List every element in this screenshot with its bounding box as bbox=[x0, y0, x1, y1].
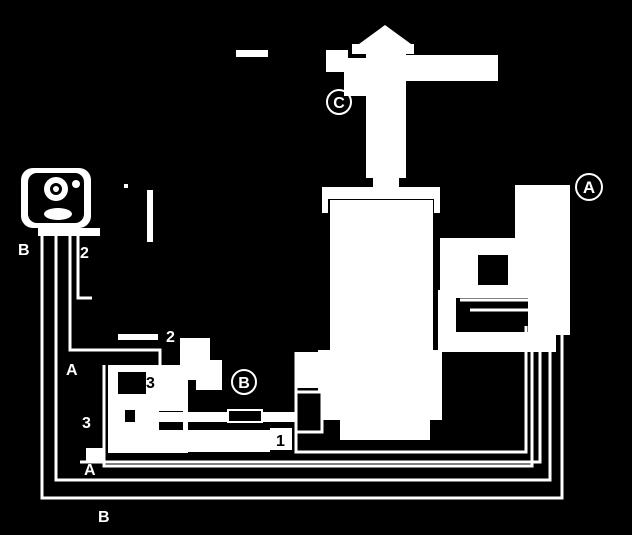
pipe-loop-b bbox=[40, 236, 564, 500]
wire-3 bbox=[76, 236, 92, 300]
circled-b-text: B bbox=[238, 375, 250, 392]
label-b-bottom: B bbox=[98, 509, 110, 526]
pump-lower bbox=[110, 430, 270, 452]
pump-small-box bbox=[118, 334, 158, 340]
circled-label-b: B bbox=[231, 369, 257, 395]
flue-cap bbox=[359, 25, 411, 44]
flue-assembly bbox=[236, 25, 498, 187]
label-b-left: B bbox=[18, 242, 30, 259]
flue-bar-small bbox=[236, 50, 268, 57]
controller-base bbox=[38, 228, 100, 236]
tank-foot bbox=[340, 420, 430, 440]
label-2-top: 2 bbox=[80, 245, 89, 262]
controller-button bbox=[72, 180, 80, 188]
tank-base bbox=[318, 350, 442, 420]
controller-dial-center bbox=[53, 186, 59, 192]
pump-upper-right bbox=[196, 360, 222, 390]
pipe-loop-a bbox=[54, 236, 552, 482]
label-1: 1 bbox=[276, 433, 285, 450]
circled-label-c: C bbox=[326, 89, 352, 115]
circled-c-text: C bbox=[333, 95, 345, 112]
label-3-inner: 3 bbox=[146, 375, 155, 392]
flue-pipe bbox=[366, 54, 406, 178]
equipment-top-bar bbox=[440, 238, 515, 246]
circled-label-a: A bbox=[575, 173, 603, 201]
small-details bbox=[86, 184, 292, 462]
storage-tank bbox=[296, 187, 442, 440]
flue-left-block bbox=[326, 50, 348, 72]
detail-dot bbox=[124, 184, 128, 188]
detail-1 bbox=[270, 428, 292, 450]
pump-joint bbox=[294, 390, 324, 434]
circled-a-text: A bbox=[583, 178, 595, 197]
control-unit-icon bbox=[21, 168, 100, 236]
equipment-lower-hole bbox=[456, 298, 528, 332]
pump-valve bbox=[227, 409, 263, 423]
piping bbox=[40, 236, 564, 500]
tank-top-rim bbox=[322, 187, 440, 199]
pipe-return bbox=[102, 318, 534, 468]
pump-housing-hole bbox=[118, 372, 146, 394]
controller-display bbox=[44, 208, 72, 220]
wire-2 bbox=[68, 236, 162, 365]
label-3-left: 3 bbox=[82, 415, 91, 432]
tank-rim-ledge-right bbox=[434, 199, 440, 213]
equipment-mid-hole bbox=[478, 255, 508, 285]
pump-assembly bbox=[108, 334, 324, 453]
flue-side-block bbox=[344, 58, 366, 96]
equipment-component bbox=[478, 336, 514, 350]
tank-rim-ledge bbox=[322, 199, 328, 213]
flue-upper-arm bbox=[406, 55, 498, 81]
pump-pipe bbox=[126, 412, 296, 422]
pipe-loop-1 bbox=[294, 326, 528, 454]
flue-collar bbox=[373, 177, 399, 187]
flue-cap-base bbox=[352, 44, 414, 54]
label-2-mid: 2 bbox=[166, 329, 175, 346]
pump-fitting-left bbox=[123, 408, 137, 424]
label-a-left: A bbox=[66, 362, 78, 379]
detail-block bbox=[86, 448, 104, 462]
tank-lower-left bbox=[296, 352, 326, 388]
pipe-loop-inner bbox=[80, 308, 542, 464]
detail-bar-vertical bbox=[147, 190, 153, 242]
label-a-bottom: A bbox=[84, 462, 96, 479]
